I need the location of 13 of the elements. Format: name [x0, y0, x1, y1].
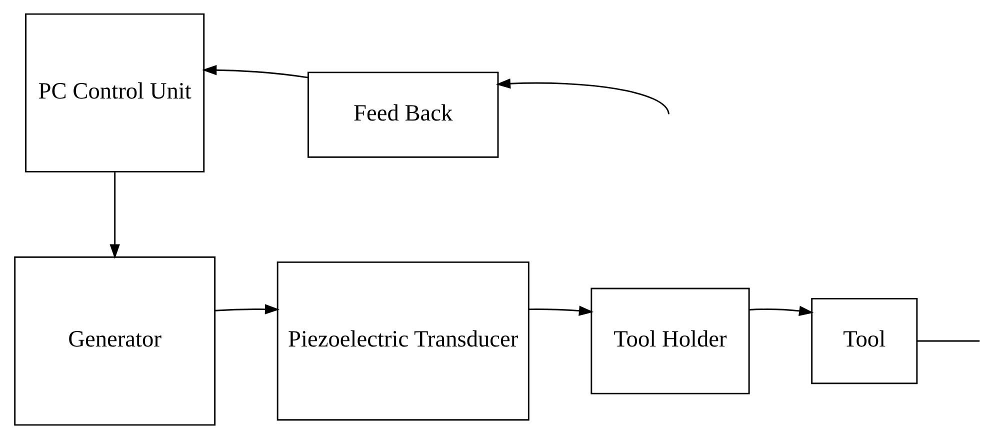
- arrow: [214, 304, 280, 314]
- node-box: PC Control Unit: [24, 13, 204, 172]
- arrow: [202, 64, 308, 78]
- node-box: Tool Holder: [590, 288, 750, 394]
- arrow: [495, 78, 669, 114]
- node-box: Feed Back: [307, 72, 498, 158]
- arrow: [748, 306, 814, 316]
- arrow: [109, 172, 120, 259]
- node-box: Tool: [810, 298, 918, 384]
- node-box: Generator: [14, 256, 216, 426]
- node-box: Piezoelectric Transducer: [276, 261, 529, 421]
- arrow: [528, 306, 594, 316]
- connector: [916, 340, 980, 342]
